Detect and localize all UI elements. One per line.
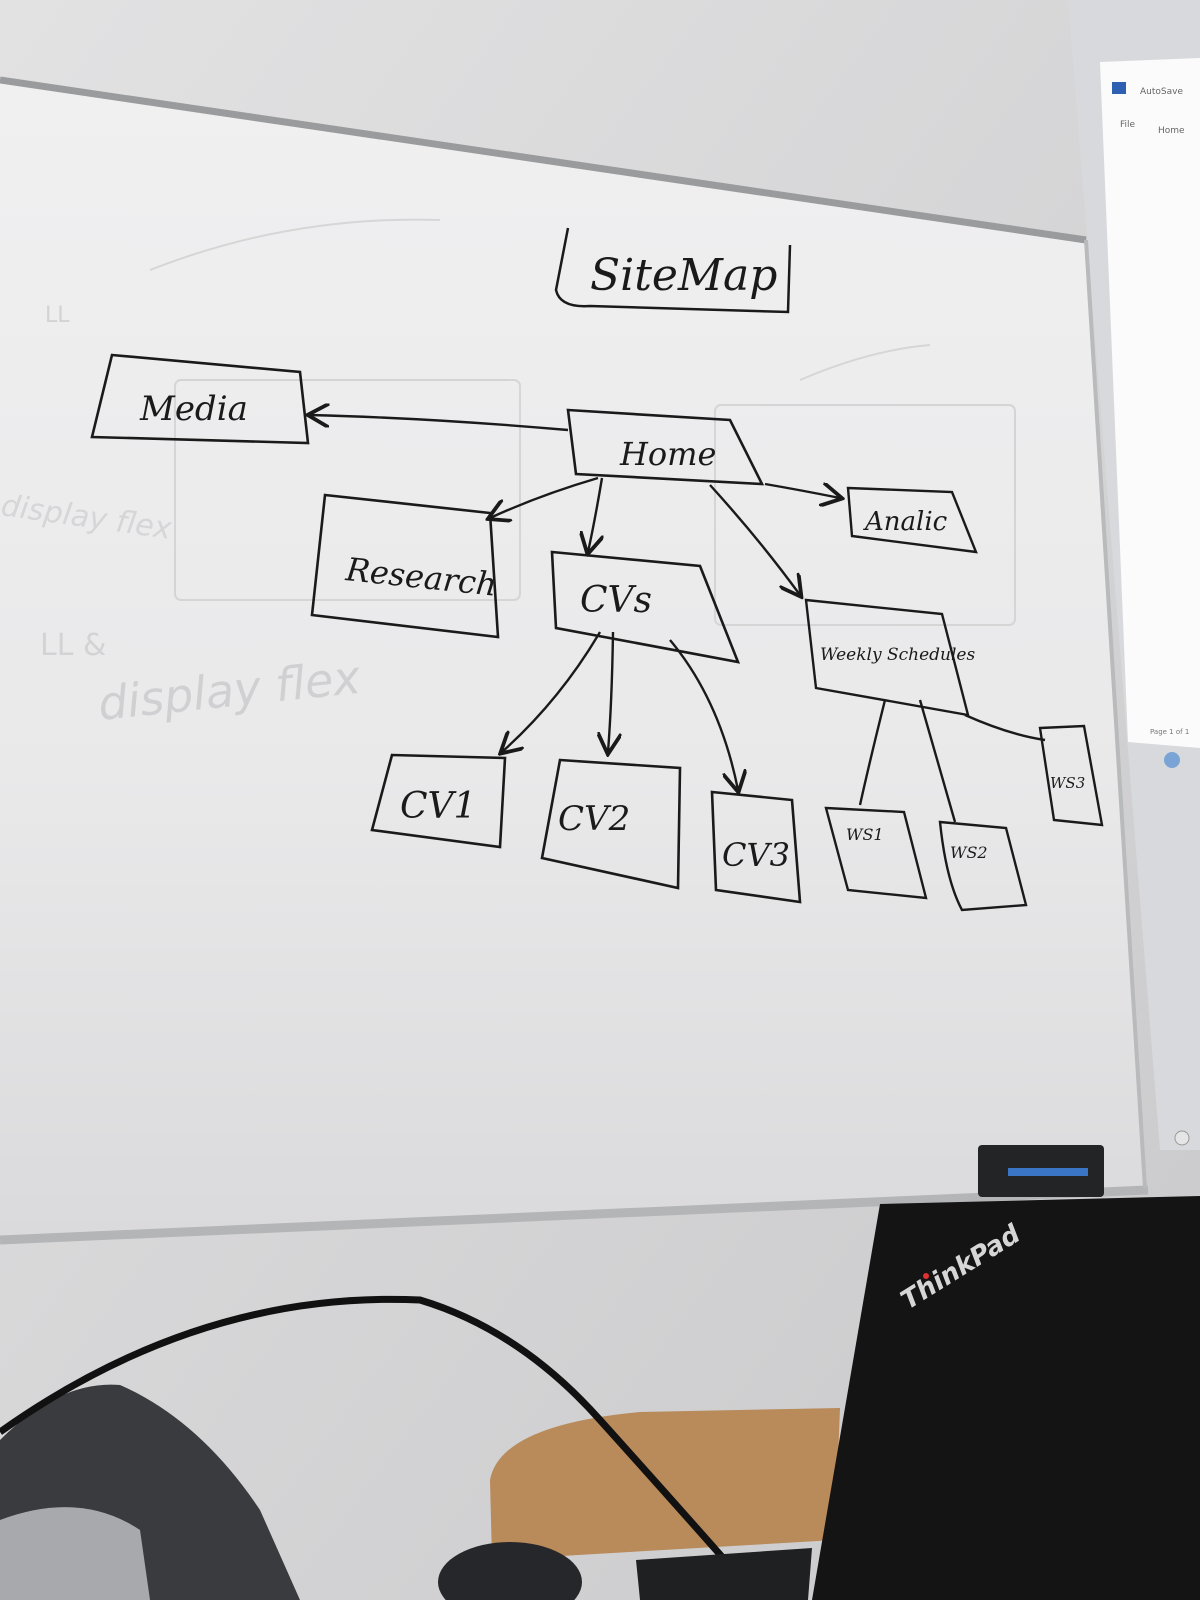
- node-ws1: WS1: [824, 806, 928, 900]
- svg-text:CVs: CVs: [580, 580, 652, 621]
- projection-autosave: AutoSave: [1140, 87, 1183, 97]
- chair-back: [490, 1408, 840, 1560]
- board-eraser: [978, 1145, 1104, 1197]
- edge-cvs-cv1: [502, 631, 602, 752]
- sitemap-title: SiteMap: [590, 250, 777, 301]
- edge-home-media: [310, 415, 569, 432]
- edge-home-analic: [764, 484, 840, 498]
- edge-weekly-ws2: [918, 699, 957, 823]
- svg-text:CV2: CV2: [558, 799, 630, 839]
- projection-menu-file: File: [1120, 120, 1136, 130]
- svg-text:Weekly Schedules: Weekly Schedules: [820, 645, 975, 665]
- node-research: Research: [310, 493, 500, 639]
- cable: [0, 1295, 763, 1600]
- node-cvs: CVs: [550, 550, 741, 664]
- edge-weekly-ws3: [964, 713, 1046, 742]
- edge-cvs-cv2: [608, 631, 613, 752]
- node-cv1: CV1: [370, 753, 507, 849]
- node-weekly: Weekly Schedules: [804, 598, 975, 717]
- projection-menu-home: Home: [1158, 126, 1185, 136]
- edge-home-cvs: [588, 477, 602, 552]
- laptop: ThinkPad: [636, 1196, 1200, 1600]
- whiteboard: display flex display flex LL LL &: [0, 76, 1149, 1245]
- node-cv3: CV3: [710, 790, 802, 904]
- svg-text:WS3: WS3: [1050, 774, 1085, 792]
- node-analic: Analic: [846, 486, 978, 554]
- edge-cvs-cv3: [669, 639, 738, 790]
- edge-home-weekly: [709, 484, 800, 595]
- edge-weekly-ws1: [858, 699, 887, 806]
- node-media: Media: [90, 353, 310, 445]
- svg-text:WS1: WS1: [846, 825, 884, 844]
- node-ws3: WS3: [1038, 724, 1104, 827]
- node-home: Home: [566, 408, 765, 486]
- sitemap-title-box: [554, 227, 792, 314]
- svg-text:Media: Media: [139, 389, 248, 429]
- svg-text:Analic: Analic: [863, 507, 948, 537]
- svg-text:Home: Home: [619, 435, 716, 473]
- mouse: [438, 1542, 582, 1600]
- faint-note-ll-amp: LL &: [40, 628, 106, 663]
- projection-screen: AutoSave File Home Page 1 of 1: [1068, 0, 1200, 1150]
- sitemap-diagram: SiteMap Media Home Research CVs: [90, 227, 1104, 912]
- edge-home-research: [490, 476, 599, 518]
- svg-text:CV1: CV1: [400, 786, 476, 827]
- svg-text:CV3: CV3: [722, 836, 790, 874]
- projection-page-indicator: Page 1 of 1: [1150, 728, 1189, 736]
- node-ws2: WS2: [938, 820, 1028, 912]
- svg-text:WS2: WS2: [950, 843, 988, 862]
- faint-note-ll: LL: [45, 303, 70, 328]
- node-cv2: CV2: [540, 758, 682, 890]
